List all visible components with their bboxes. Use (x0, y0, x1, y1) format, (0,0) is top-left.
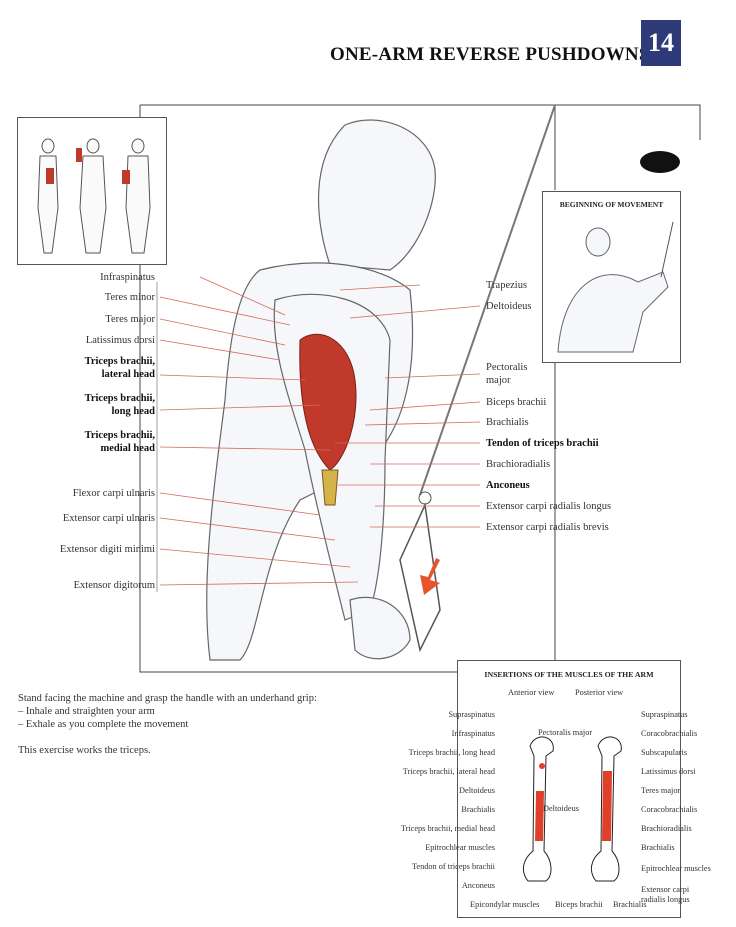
frame-lines (139, 104, 701, 673)
insertion-left-4: Deltoideus (459, 786, 495, 795)
posterior-view-label: Posterior view (575, 688, 624, 697)
label-right-6: Brachioradialis (486, 459, 551, 470)
insertion-left-7: Epitrochlear muscles (425, 843, 495, 852)
label-left-0: Infraspinatus (100, 272, 155, 283)
tendon-highlight (321, 469, 339, 506)
inset-title: BEGINNING OF MOVEMENT (559, 200, 664, 209)
humerus-diagram (522, 736, 622, 882)
page-number-badge: 14 (641, 20, 681, 66)
insertion-right-7: Brachialis (641, 843, 675, 852)
insertion-bottom-3: Brachialis (613, 900, 647, 909)
insertion-right-2: Subscapularis (641, 748, 688, 757)
insertion-right-9: Extensor carpi radialis longus (641, 885, 690, 904)
figure-sketch (206, 119, 436, 661)
figures-icon (37, 138, 151, 254)
muscle-overview-thumbnail (17, 117, 167, 265)
insertion-right-6: Brachioradialis (641, 824, 692, 833)
insertion-left-9: Anconeus (461, 881, 495, 890)
label-right-7: Anconeus (486, 480, 530, 491)
insertions-panel: INSERTIONS OF THE MUSCLES OF THE ARM Ant… (401, 660, 711, 918)
label-left-2: Teres major (105, 314, 155, 325)
anterior-view-label: Anterior view (508, 688, 555, 697)
label-right-2: Pectoralis major (486, 362, 528, 386)
insertion-bottom-2: Biceps brachii (555, 900, 603, 909)
instruction-step-1: – Inhale and straighten your arm (18, 706, 155, 717)
instructions: Stand facing the machine and grasp the h… (18, 692, 317, 757)
insertion-center-mid: Deltoideus (543, 804, 579, 813)
label-left-4: Triceps brachii, lateral head (84, 356, 155, 380)
insertion-right-5: Coracobrachialis (641, 805, 698, 814)
label-right-0: Trapezius (486, 280, 528, 291)
insertion-left-6: Triceps brachii, medial head (400, 824, 495, 833)
insertion-left-8: Tendon of triceps brachii (411, 862, 495, 871)
insertion-right-0: Supraspinatus (641, 710, 688, 719)
cable (419, 104, 556, 496)
insertion-right-3: Latissimus dorsi (641, 767, 696, 776)
label-right-4: Brachialis (486, 417, 529, 428)
insertion-left-5: Brachialis (461, 805, 495, 814)
page-title: ONE-ARM REVERSE PUSHDOWNS (330, 44, 650, 65)
label-left-6: Triceps brachii, medial head (84, 430, 155, 454)
insertion-left-2: Triceps brachii, long head (408, 748, 495, 757)
instruction-summary: This exercise works the triceps. (18, 745, 151, 756)
insertion-center-top: Pectoralis major (538, 728, 593, 737)
insertion-right-4: Teres major (641, 786, 681, 795)
label-left-8: Extensor carpi ulnaris (62, 513, 155, 524)
insertions-title: INSERTIONS OF THE MUSCLES OF THE ARM (484, 670, 654, 679)
leader-lines (159, 276, 481, 586)
triceps-highlight (299, 333, 357, 471)
insertion-left-0: Supraspinatus (448, 710, 495, 719)
cable-handle (399, 502, 441, 653)
label-left-7: Flexor carpi ulnaris (72, 488, 155, 499)
insertion-right-8: Epitrochlear muscles (641, 864, 711, 873)
label-left-3: Latissimus dorsi (85, 335, 155, 346)
insertion-left-3: Triceps brachii, lateral head (402, 767, 495, 776)
label-left-5: Triceps brachii, long head (84, 393, 155, 417)
label-right-8: Extensor carpi radialis longus (486, 501, 612, 512)
insertion-bottom-1: Epicondylar muscles (470, 900, 540, 909)
label-right-1: Deltoideus (486, 301, 532, 312)
instruction-intro: Stand facing the machine and grasp the h… (18, 693, 317, 704)
label-left-9: Extensor digiti minimi (59, 544, 155, 555)
instruction-step-2: – Exhale as you complete the movement (18, 719, 189, 730)
cable-pulley-icon (640, 151, 680, 173)
beginning-of-movement-inset: BEGINNING OF MOVEMENT (542, 191, 681, 363)
insertion-left-1: Infraspinatus (451, 729, 495, 738)
direction-arrow-icon (420, 558, 440, 595)
label-left-10: Extensor digitorum (73, 580, 155, 591)
label-right-5: Tendon of triceps brachii (486, 438, 599, 449)
label-left-1: Teres minor (104, 292, 155, 303)
label-right-3: Biceps brachii (486, 397, 547, 408)
insertion-right-1: Coracobrachialis (641, 729, 698, 738)
label-right-9: Extensor carpi radialis brevis (486, 522, 609, 533)
starting-position-sketch (557, 221, 674, 353)
